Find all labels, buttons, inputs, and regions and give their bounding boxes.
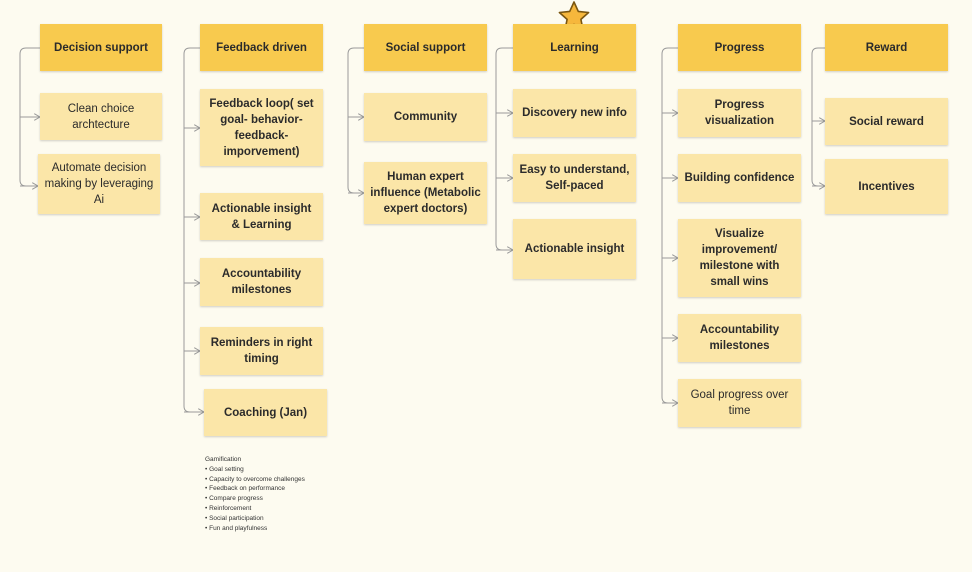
gamification-title: Gamification [205, 456, 242, 463]
card-human-expert-influence: Human expert influence (Metabolic expert… [364, 162, 487, 224]
gamification-item: Goal setting [205, 465, 305, 475]
card-feedback-loop: Feedback loop( set goal- behavior-feedba… [200, 89, 323, 166]
gamification-item: Reinforcement [205, 504, 305, 514]
card-coaching: Coaching (Jan) [204, 389, 327, 436]
card-visualize-improvement: Visualize improvement/ milestone with sm… [678, 219, 801, 297]
header-social-support: Social support [364, 24, 487, 71]
card-accountability-milestones-progress: Accountability milestones [678, 314, 801, 362]
card-goal-progress-over-time: Goal progress over time [678, 379, 801, 427]
card-discovery-new-info: Discovery new info [513, 89, 636, 137]
gamification-item: Capacity to overcome challenges [205, 475, 305, 485]
card-building-confidence: Building confidence [678, 154, 801, 202]
card-automate-decision-making: Automate decision making by leveraging A… [38, 154, 160, 214]
gamification-item: Fun and playfulness [205, 524, 305, 534]
card-clean-choice-architecture: Clean choice archtecture [40, 93, 162, 140]
header-feedback-driven: Feedback driven [200, 24, 323, 71]
card-reminders-right-timing: Reminders in right timing [200, 327, 323, 375]
card-social-reward: Social reward [825, 98, 948, 145]
header-reward: Reward [825, 24, 948, 71]
card-actionable-insight: Actionable insight [513, 219, 636, 279]
card-actionable-insight-learning: Actionable insight & Learning [200, 193, 323, 240]
card-accountability-milestones: Accountability milestones [200, 258, 323, 306]
header-decision-support: Decision support [40, 24, 162, 71]
gamification-item: Social participation [205, 514, 305, 524]
gamification-item: Feedback on performance [205, 484, 305, 494]
header-learning: Learning [513, 24, 636, 71]
card-incentives: Incentives [825, 159, 948, 214]
gamification-item: Compare progress [205, 494, 305, 504]
card-progress-visualization: Progress visualization [678, 89, 801, 137]
header-progress: Progress [678, 24, 801, 71]
gamification-note: Gamification Goal setting Capacity to ov… [205, 455, 305, 533]
card-community: Community [364, 93, 487, 141]
card-easy-to-understand: Easy to understand, Self-paced [513, 154, 636, 202]
